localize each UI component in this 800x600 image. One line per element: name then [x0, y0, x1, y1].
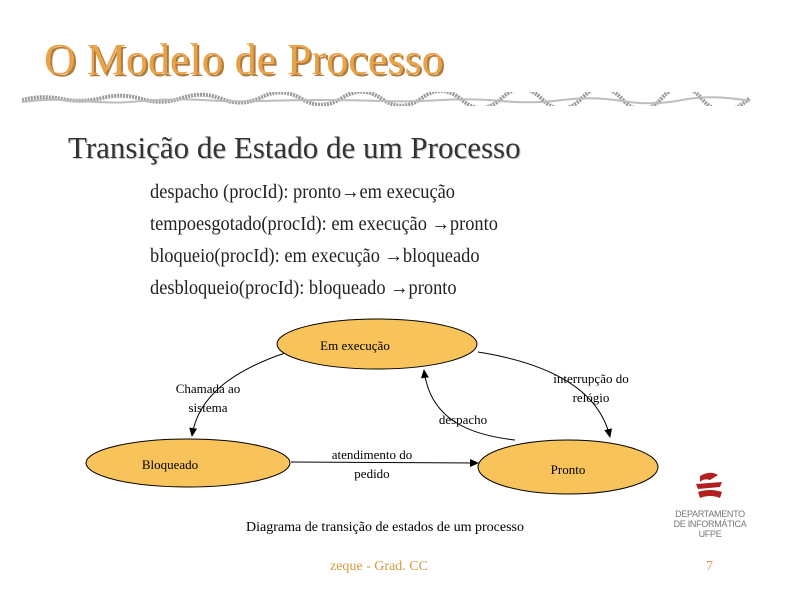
transition-unblock: desbloqueio(procId): bloqueado →pronto	[150, 277, 457, 299]
slide-footer: zeque - Grad. CC	[330, 559, 428, 574]
label-request-served-line1: atendimento do	[332, 447, 413, 462]
logo-mark-icon	[696, 472, 722, 498]
label-request-served-line2: pedido	[354, 466, 389, 481]
slide-title: O Modelo de Processo	[44, 35, 444, 84]
state-running	[276, 318, 478, 370]
logo-text-line3: UFPE	[698, 529, 722, 539]
edge-request-served	[290, 458, 479, 467]
state-blocked-label: Bloqueado	[142, 457, 198, 472]
label-system-call-line2: sistema	[189, 400, 228, 415]
slide-subtitle: Transição de Estado de um Processo	[68, 130, 521, 165]
edge-system-call	[189, 352, 286, 437]
state-ready-label: Pronto	[551, 462, 586, 477]
label-clock-interrupt-line1: interrupção do	[553, 371, 628, 386]
department-logo: DEPARTAMENTO DE INFORMÁTICA UFPE	[670, 470, 750, 539]
transition-block: bloqueio(procId): em execução →bloqueado	[150, 245, 480, 267]
state-running-label: Em execução	[320, 338, 390, 353]
transition-timeout: tempoesgotado(procId): em execução →pron…	[150, 213, 498, 235]
state-blocked	[85, 438, 291, 488]
title-underline	[22, 92, 752, 106]
state-ready	[477, 439, 659, 495]
logo-text-line2: DE INFORMÁTICA	[673, 519, 747, 529]
transition-dispatch: despacho (procId): pronto→em execução	[150, 181, 456, 203]
label-clock-interrupt-line2: relógio	[573, 390, 610, 405]
diagram-caption: Diagrama de transição de estados de um p…	[246, 520, 524, 535]
page-number: 7	[706, 559, 713, 574]
label-dispatch: despacho	[439, 412, 487, 427]
transition-list: despacho (procId): pronto→em execução te…	[150, 176, 528, 304]
logo-text-line1: DEPARTAMENTO	[675, 509, 745, 519]
label-system-call-line1: Chamada ao	[176, 381, 241, 396]
edge-dispatch	[420, 369, 516, 441]
edge-clock-interrupt	[477, 351, 613, 438]
